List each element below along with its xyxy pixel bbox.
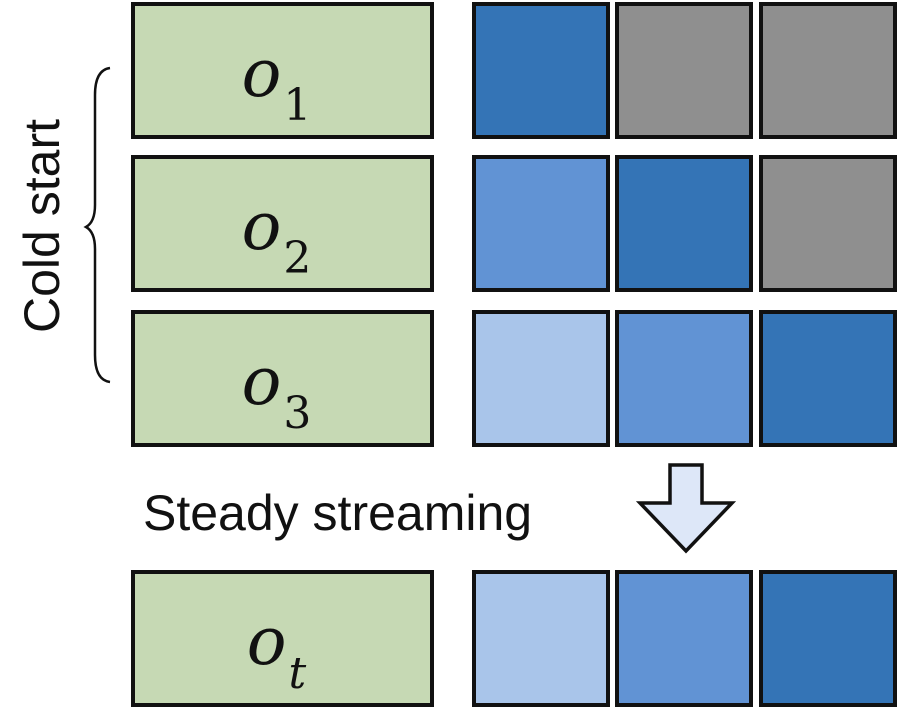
observation-label: o1 [242,35,312,131]
cell-medium-blue [472,155,610,292]
steady-streaming-label: Steady streaming [143,485,532,541]
cell-medium-blue [615,570,753,707]
observation-subscript: 1 [283,80,311,131]
observation-symbol: o [247,603,287,680]
cold-start-brace [83,66,111,384]
observation-label: ot [247,603,307,699]
observation-box [131,570,434,707]
down-arrow-icon [635,463,737,554]
observation-subscript: t [289,648,307,699]
observation-label: o3 [242,343,312,439]
cell-medium-blue [615,310,753,447]
cell-light-blue [472,310,610,447]
observation-symbol: o [242,188,282,265]
cell-dark-blue [615,155,753,292]
cell-grey [759,155,897,292]
row-1: o1 [131,2,897,139]
observation-symbol: o [242,35,282,112]
observation-subscript: 3 [283,388,311,439]
row-3: o3 [131,310,897,447]
row-2: o2 [131,155,897,292]
cell-grey [615,2,753,139]
observation-box [131,2,434,139]
cold-start-label: Cold start [14,119,70,333]
cell-dark-blue [759,310,897,447]
cell-dark-blue [472,2,610,139]
cold-start-group: Cold start [14,66,111,384]
observation-label: o2 [242,188,312,284]
cell-light-blue [472,570,610,707]
observation-subscript: 2 [283,233,311,284]
observation-symbol: o [242,343,282,420]
observation-box [131,155,434,292]
cell-grey [759,2,897,139]
observation-box [131,310,434,447]
cell-dark-blue [759,570,897,707]
row-4: ot [131,570,897,707]
